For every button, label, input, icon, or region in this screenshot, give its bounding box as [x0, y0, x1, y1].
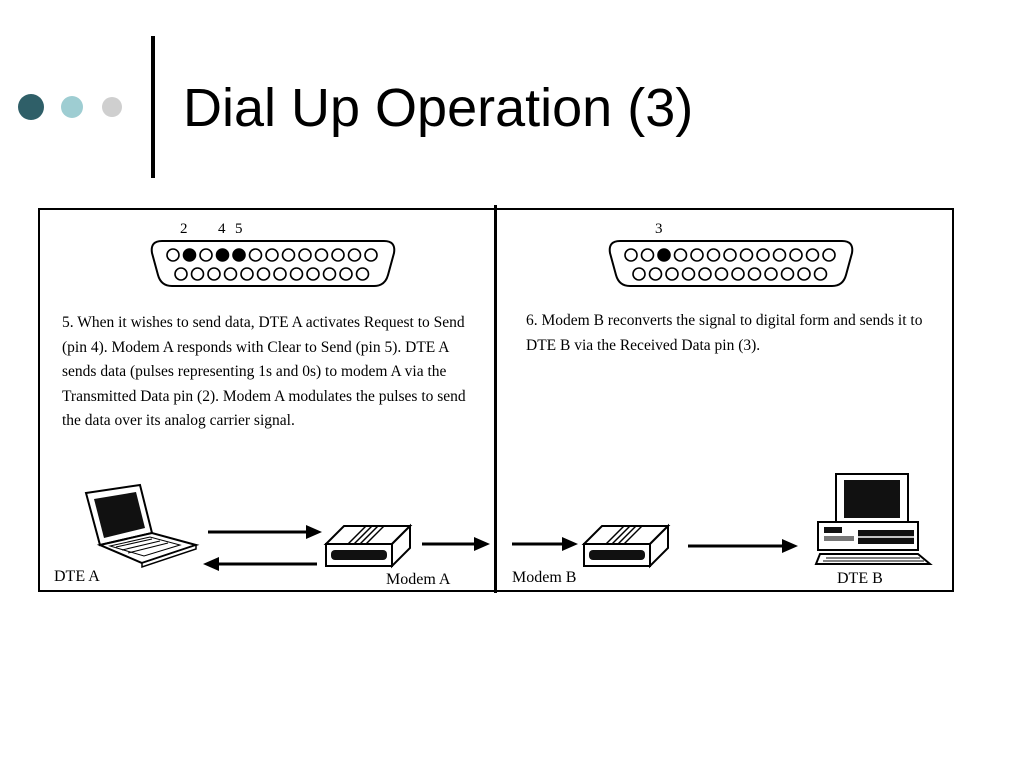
pin-hole: [174, 267, 188, 281]
active-pin: [182, 248, 197, 262]
pin-hole: [813, 267, 828, 281]
pin-hole: [265, 248, 279, 262]
arrow-right-icon: [688, 539, 798, 553]
modem-b-icon: [581, 523, 671, 569]
arrow-right-icon: [512, 537, 578, 551]
pin-hole: [698, 267, 712, 281]
pin-hole: [347, 248, 362, 262]
dte-a-label: DTE A: [54, 568, 100, 585]
pin-hole: [665, 267, 679, 281]
pin-hole: [339, 267, 353, 281]
pin-label-5: 5: [235, 221, 243, 237]
pin-hole: [714, 267, 729, 281]
pin-hole: [624, 248, 638, 262]
active-pin: [215, 248, 230, 262]
pin-hole: [355, 267, 370, 281]
bullet-dot-dark: [18, 94, 44, 120]
pin-hole: [690, 248, 704, 262]
pin-label-2: 2: [180, 221, 188, 237]
pin-hole: [314, 248, 329, 262]
pin-hole: [747, 267, 762, 281]
pin-hole: [731, 267, 745, 281]
pin-hole: [789, 248, 803, 262]
db25-connector-left: [150, 240, 396, 287]
panel-divider: [494, 205, 497, 593]
arrow-left-icon: [203, 557, 317, 571]
pin-hole: [322, 267, 337, 281]
desktop-computer-icon: [814, 473, 933, 565]
pin-hole: [723, 248, 737, 262]
pin-hole: [364, 248, 378, 262]
pin-hole: [805, 248, 820, 262]
pin-hole: [739, 248, 754, 262]
pin-hole: [772, 248, 787, 262]
pin-label-3: 3: [655, 221, 663, 237]
modem-a-icon: [323, 523, 413, 569]
pin-hole: [273, 267, 287, 281]
pin-hole: [673, 248, 688, 262]
pin-hole: [281, 248, 296, 262]
db25-connector-right: [608, 240, 854, 287]
active-pin: [232, 248, 246, 262]
pin-hole: [780, 267, 795, 281]
pin-hole: [223, 267, 238, 281]
pin-hole: [756, 248, 770, 262]
pin-hole: [190, 267, 205, 281]
pin-hole: [331, 248, 345, 262]
pin-hole: [681, 267, 696, 281]
pin-hole: [306, 267, 320, 281]
active-pin: [657, 248, 671, 262]
bullet-dot-light: [102, 97, 122, 117]
pin-hole: [248, 248, 263, 262]
pin-hole: [797, 267, 811, 281]
modem-a-label: Modem A: [386, 571, 451, 588]
pin-hole: [166, 248, 180, 262]
pin-hole: [822, 248, 836, 262]
pin-hole: [640, 248, 655, 262]
left-description: 5. When it wishes to send data, DTE A ac…: [62, 314, 466, 429]
pin-hole: [632, 267, 646, 281]
dte-b-label: DTE B: [837, 570, 883, 587]
pin-hole: [648, 267, 663, 281]
pin-label-4: 4: [218, 221, 226, 237]
pin-hole: [199, 248, 213, 262]
arrow-right-icon: [422, 537, 490, 551]
pin-hole: [298, 248, 312, 262]
pin-hole: [706, 248, 721, 262]
pin-hole: [256, 267, 271, 281]
slide-title: Dial Up Operation (3): [183, 78, 694, 138]
laptop-icon: [84, 483, 200, 569]
title-separator: [151, 36, 155, 178]
pin-hole: [764, 267, 778, 281]
arrow-right-icon: [208, 525, 322, 539]
modem-b-label: Modem B: [512, 569, 577, 586]
pin-hole: [240, 267, 254, 281]
pin-hole: [289, 267, 304, 281]
right-description: 6. Modem B reconverts the signal to digi…: [526, 312, 923, 354]
bullet-dot-mid: [61, 96, 83, 118]
pin-hole: [207, 267, 221, 281]
